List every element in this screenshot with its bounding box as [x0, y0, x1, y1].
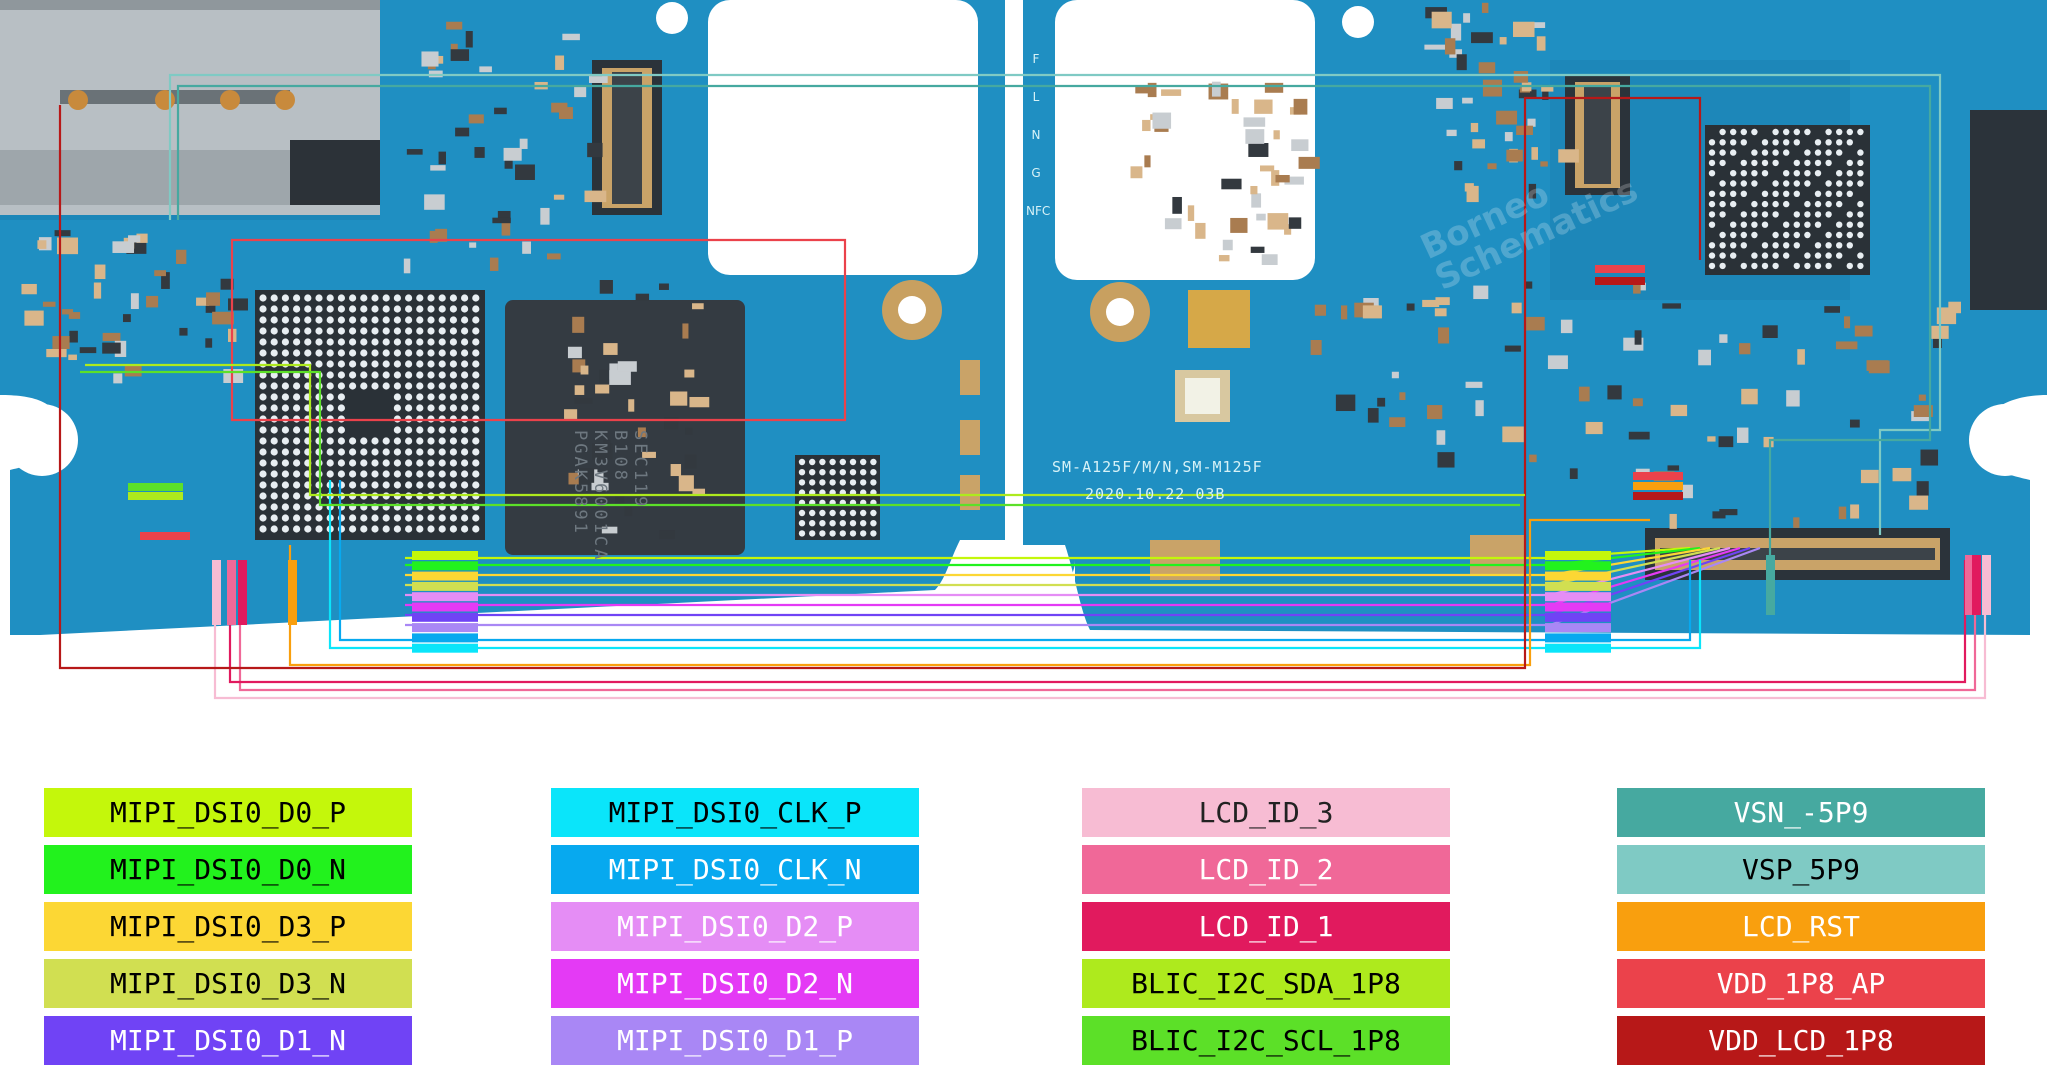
board-model-text: SM-A125F/M/N,SM-M125F — [1052, 458, 1263, 476]
legend-item: VSP_5P9 — [1617, 845, 1985, 894]
trace-vsn_-5p9 — [176, 84, 1932, 610]
pin-tag — [1545, 612, 1611, 622]
board-date-text: 2020.10.22 03B — [1085, 485, 1226, 503]
pin-tag — [412, 551, 478, 560]
pin-tag — [140, 532, 190, 540]
cutout-left — [708, 0, 978, 275]
side-letter: L — [1032, 90, 1040, 104]
pmic-bga — [795, 455, 880, 540]
pin-tag — [1982, 555, 1991, 615]
legend-item: MIPI_DSI0_D0_N — [44, 845, 412, 894]
pcb-board-diagram — [0, 0, 2047, 700]
pin-tag — [227, 560, 236, 625]
legend-item: MIPI_DSI0_CLK_N — [551, 845, 919, 894]
pin-tag — [1595, 265, 1645, 273]
pin-tag — [128, 483, 183, 491]
side-letter: F — [1032, 52, 1040, 66]
legend-item: MIPI_DSI0_D2_N — [551, 959, 919, 1008]
pin-tag — [1545, 643, 1611, 653]
legend-item: MIPI_DSI0_D0_P — [44, 788, 412, 837]
legend-item: MIPI_DSI0_D1_N — [44, 1016, 412, 1065]
pin-tag — [412, 623, 478, 633]
legend-item: VDD_1P8_AP — [1617, 959, 1985, 1008]
pin-tag — [1545, 602, 1611, 612]
pin-tag — [288, 560, 297, 625]
sim-tray — [0, 0, 380, 215]
pin-tag — [1965, 555, 1974, 615]
trace-blic_i2c_sda_1p8 — [85, 363, 1525, 497]
pin-tag — [1545, 571, 1611, 581]
side-letters: F L N G NFC — [1026, 40, 1051, 230]
trace-blic_i2c_scl_1p8 — [80, 370, 1520, 507]
smd-components — [21, 2, 1962, 580]
memory-chip-line: PGAK5891 — [570, 430, 590, 536]
memory-chip-line: KM3V6001CA — [590, 430, 610, 563]
legend-item: BLIC_I2C_SDA_1P8 — [1082, 959, 1450, 1008]
side-letter: G — [1031, 166, 1041, 180]
cutout-right — [1055, 0, 1315, 280]
pin-tag — [412, 612, 478, 622]
connector-top-right — [1565, 75, 1630, 195]
legend-item: MIPI_DSI0_CLK_P — [551, 788, 919, 837]
side-letter: NFC — [1026, 204, 1051, 218]
memory-chip-text: SEC119 B108 KM3V6001CA PGAK5891 — [570, 430, 650, 562]
trace-lcd_id_3 — [213, 560, 1987, 700]
legend-item: LCD_ID_1 — [1082, 902, 1450, 951]
pin-tag — [1633, 472, 1683, 480]
pin-tag — [128, 492, 183, 500]
legend-item: LCD_RST — [1617, 902, 1985, 951]
pin-tag — [1545, 561, 1611, 571]
legend-item: BLIC_I2C_SCL_1P8 — [1082, 1016, 1450, 1065]
pin-tags — [128, 265, 1991, 653]
pin-tag — [412, 571, 478, 581]
legend-item: VDD_LCD_1P8 — [1617, 1016, 1985, 1065]
legend-item: MIPI_DSI0_D3_P — [44, 902, 412, 951]
pin-tag — [1545, 581, 1611, 591]
qr-code — [1188, 290, 1250, 348]
pin-tag — [1545, 623, 1611, 633]
memory-chip-line: B108 — [610, 430, 630, 483]
legend-item: LCD_ID_3 — [1082, 788, 1450, 837]
pin-tag — [1545, 592, 1611, 602]
pin-tag — [412, 643, 478, 653]
legend-item: MIPI_DSI0_D1_P — [551, 1016, 919, 1065]
trace-mipi_dsi0_clk_n — [338, 480, 1692, 642]
pin-tag — [1766, 555, 1775, 615]
pin-tag — [1545, 551, 1611, 560]
pin-tag — [212, 560, 221, 625]
legend-item: MIPI_DSI0_D3_N — [44, 959, 412, 1008]
pin-tag — [1972, 555, 1981, 615]
legend-item: MIPI_DSI0_D2_P — [551, 902, 919, 951]
soc-bga — [255, 290, 485, 540]
pin-tag — [412, 633, 478, 643]
pin-tag — [1633, 482, 1683, 490]
trace-lcd_id_2 — [238, 560, 1977, 692]
pin-tag — [1633, 492, 1683, 500]
pin-tag — [412, 561, 478, 571]
net-legend: MIPI_DSI0_D0_P MIPI_DSI0_D0_N MIPI_DSI0_D3… — [0, 780, 2047, 1080]
pin-tag — [412, 592, 478, 602]
legend-item: LCD_ID_2 — [1082, 845, 1450, 894]
trace-vsp_5p9 — [168, 73, 1942, 535]
pin-tag — [412, 581, 478, 591]
trace-vdd_lcd_1p8 — [58, 96, 1702, 670]
memory-chip-line: SEC119 — [630, 430, 650, 510]
memory-chip — [505, 300, 745, 555]
mount-holes — [882, 280, 1150, 342]
side-letter: N — [1031, 128, 1041, 142]
trace-vdd_1p8_ap — [230, 238, 847, 422]
trace-mipi_dsi0_clk_p — [328, 480, 1702, 650]
legend-item: VSN_-5P9 — [1617, 788, 1985, 837]
right-bga — [1705, 125, 1870, 275]
pin-tag — [1545, 633, 1611, 643]
pin-tag — [1595, 277, 1645, 285]
pin-tag — [238, 560, 247, 625]
pin-tag — [412, 602, 478, 612]
